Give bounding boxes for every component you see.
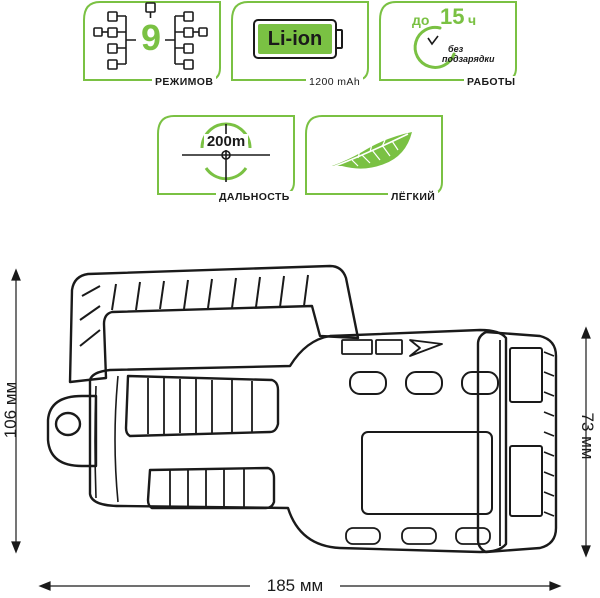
battery-capacity: 1200 mAh <box>306 76 364 88</box>
battery-type-label: Li-ion <box>267 28 323 50</box>
tail-loop <box>46 394 98 468</box>
side-panel <box>361 431 493 515</box>
handle-outline <box>68 264 360 384</box>
head-outline <box>476 330 558 554</box>
battery-badge: Li-ion 1200 mAh <box>228 0 370 90</box>
grip-upper <box>124 374 280 438</box>
body-outline <box>88 328 508 554</box>
battery-icon <box>253 19 343 59</box>
head-dimension-label: 73 мм <box>578 412 597 460</box>
grip-lower <box>146 466 276 510</box>
modes-badge: 9 РЕЖИМОВ <box>80 0 222 90</box>
runtime-badge: до 15 ч без подзарядки РАБОТЫ <box>376 0 519 90</box>
modes-tree-icon <box>93 2 208 70</box>
weight-badge: ЛЁГКИЙ <box>302 114 444 206</box>
weight-caption: ЛЁГКИЙ <box>388 191 439 203</box>
runtime-unit: ч <box>468 12 477 28</box>
runtime-caption: РАБОТЫ <box>464 76 519 88</box>
range-badge: 200m ДАЛЬНОСТЬ <box>154 114 296 206</box>
height-dimension-label: 106 мм <box>1 381 20 439</box>
range-distance: 200m <box>204 134 248 150</box>
width-dimension-label: 185 мм <box>250 576 340 596</box>
runtime-line1: без <box>448 44 464 54</box>
leaf-icon <box>329 132 412 169</box>
modes-caption: РЕЖИМОВ <box>152 76 217 88</box>
clock-icon <box>413 25 456 69</box>
range-caption: ДАЛЬНОСТЬ <box>216 191 293 203</box>
modes-number: 9 <box>140 17 162 58</box>
runtime-prefix: до <box>412 12 430 28</box>
runtime-hours: 15 <box>440 4 465 29</box>
runtime-line2: подзарядки <box>442 54 495 64</box>
